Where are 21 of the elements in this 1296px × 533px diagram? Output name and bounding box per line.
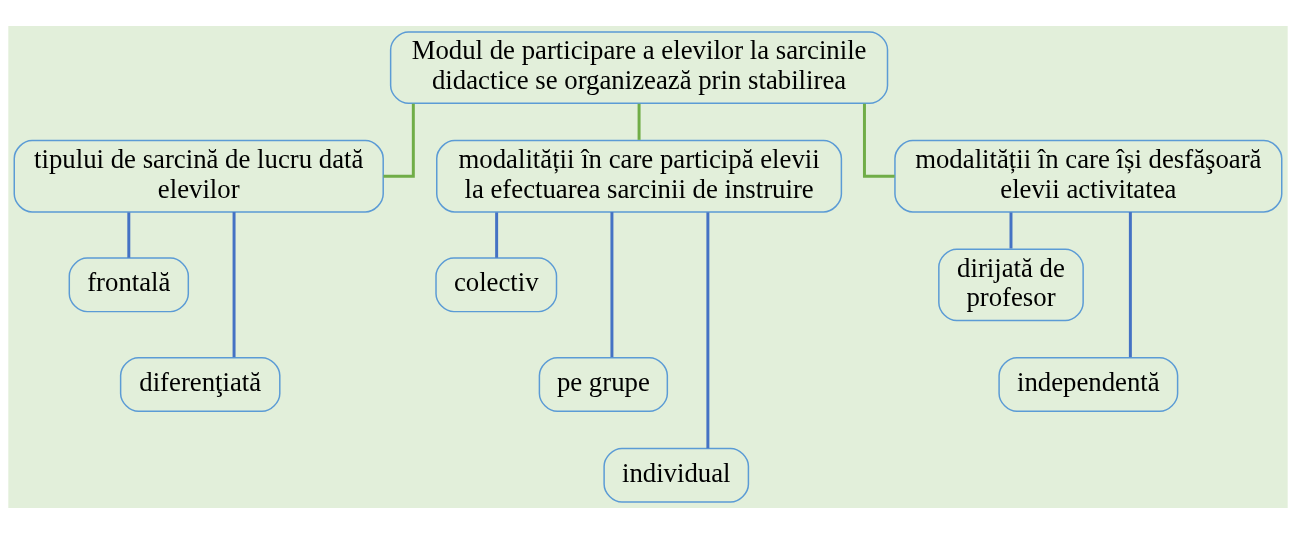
node-box: frontală [68, 256, 190, 312]
node-box: independentă [998, 356, 1179, 412]
connector [610, 211, 614, 357]
node-box: modalității în care își desfăşoară elevii activitatea [894, 139, 1283, 213]
node-box: diferenţiată [119, 356, 281, 412]
connector [127, 211, 131, 258]
connector [706, 211, 710, 448]
connector [1128, 211, 1132, 357]
node-box: Modul de participare a elevilor la sarcinile didactice se organizează prin stabilirea [389, 30, 889, 104]
node-box: pe grupe [538, 356, 669, 412]
connector [1009, 211, 1013, 248]
node-box: individual [603, 447, 750, 503]
node-box: dirijată de profesor [938, 247, 1084, 321]
connector [383, 103, 415, 178]
connector [232, 211, 236, 357]
node-box: colectiv [435, 256, 558, 312]
connector [637, 103, 641, 140]
connector [862, 103, 895, 178]
node-box: modalității în care participă elevii la efectuarea sarcinii de instruire [436, 139, 843, 213]
connector [495, 211, 499, 258]
node-box: tipului de sarcină de lucru dată elevilor [13, 139, 384, 213]
